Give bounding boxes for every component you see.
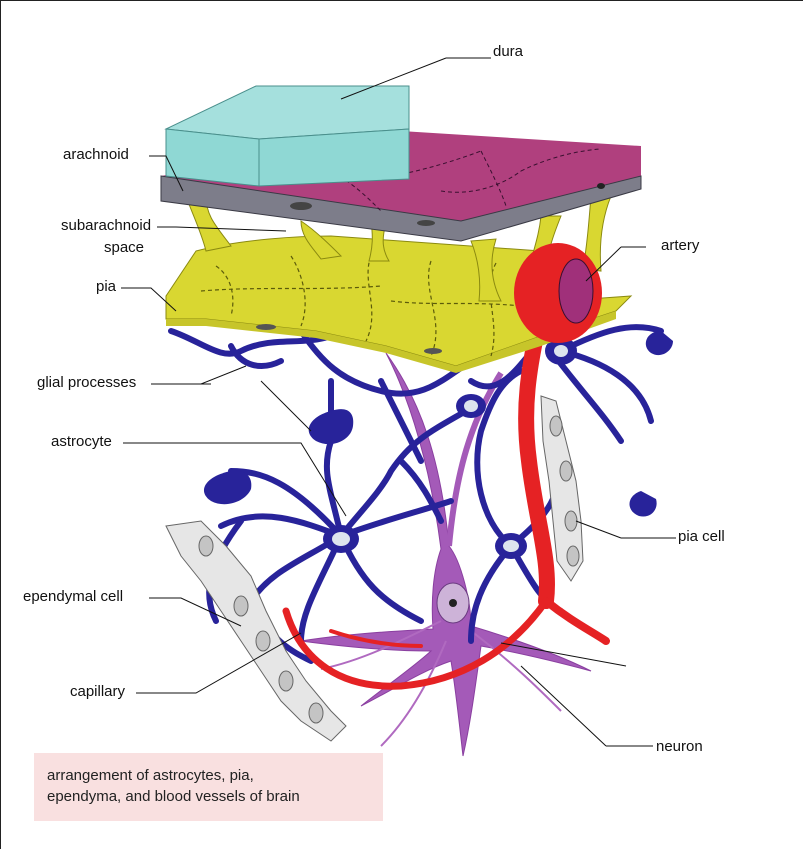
label-subarachnoid: subarachnoid [61, 217, 151, 234]
caption-box: arrangement of astrocytes, pia, ependyma… [34, 753, 383, 821]
label-glial-processes: glial processes [37, 374, 136, 391]
dura-block [166, 86, 409, 186]
label-capillary: capillary [70, 683, 126, 700]
artery-cross-section [514, 243, 602, 343]
label-pia: pia [96, 278, 117, 295]
label-ependymal-cell: ependymal cell [23, 588, 123, 605]
ependymal-cells [166, 521, 346, 741]
caption-line-2: ependyma, and blood vessels of brain [47, 786, 371, 807]
label-artery: artery [661, 237, 700, 254]
label-space: space [104, 239, 144, 256]
label-arachnoid: arachnoid [63, 146, 129, 163]
label-astrocyte: astrocyte [51, 433, 112, 450]
caption-line-1: arrangement of astrocytes, pia, [47, 765, 371, 786]
label-pia-cell: pia cell [678, 528, 725, 545]
label-neuron: neuron [656, 738, 703, 755]
label-dura: dura [493, 43, 524, 60]
